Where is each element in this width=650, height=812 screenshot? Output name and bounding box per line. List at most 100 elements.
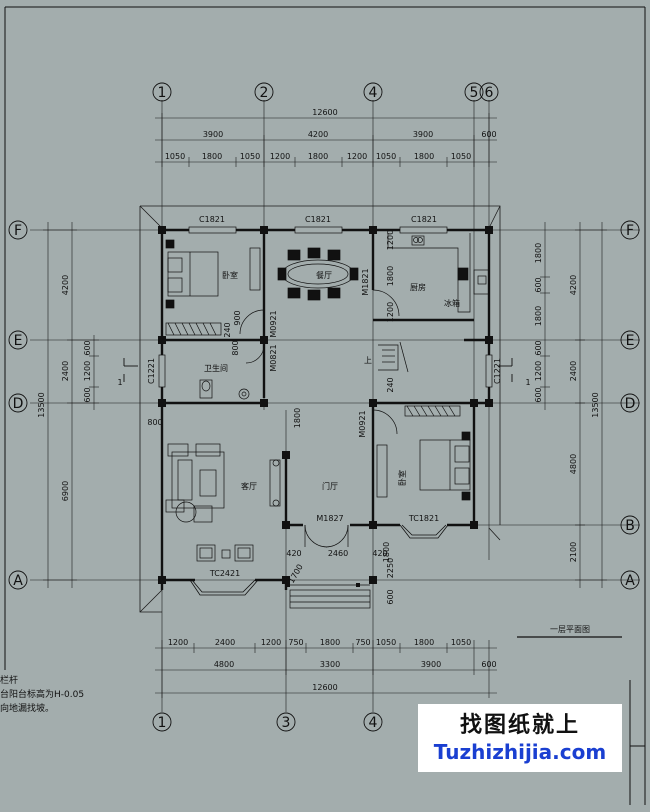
dim-left-mid-1: 2400 <box>61 361 70 381</box>
axis-left-0: F <box>8 220 28 240</box>
dim-top-mid-3: 600 <box>481 130 496 139</box>
opening-m1821: M1821 <box>361 268 370 295</box>
front-steps <box>289 584 371 609</box>
room-bathroom: 卫生间 <box>204 363 228 373</box>
inner-dim-1800c: 1800 <box>382 542 391 562</box>
stair-up-mark: 上 <box>364 356 372 365</box>
axis-bottom-0: 1 <box>152 712 172 732</box>
svg-text:B: B <box>625 518 635 534</box>
columns <box>158 226 493 584</box>
entrance-door <box>304 524 349 548</box>
opening-c1821-a: C1821 <box>199 215 225 224</box>
dim-left-mid-0: 4200 <box>61 275 70 295</box>
dim-left-mid-2: 6900 <box>61 481 70 501</box>
dim-top-fine-6: 1050 <box>376 152 396 161</box>
opening-c1821-c: C1821 <box>411 215 437 224</box>
note-line-2: 台阳台标高为H-0.05 <box>0 690 85 700</box>
inner-dim-240b: 240 <box>386 377 395 392</box>
notes: 栏杆 台阳台标高为H-0.05 向地漏找坡。 <box>0 674 84 716</box>
watermark-box: 找图纸就上 Tuzhizhijia.com <box>418 704 622 772</box>
dim-bottom-fine-7: 1800 <box>414 638 434 647</box>
inner-dim-2460: 2460 <box>328 549 348 558</box>
inner-dim-1700: 1700 <box>287 563 305 585</box>
walls <box>160 228 491 590</box>
staircase <box>378 341 409 373</box>
dim-bottom-fine-4: 1800 <box>320 638 340 647</box>
axis-top-1: 2 <box>254 82 274 102</box>
note-line-1: 栏杆 <box>0 676 19 686</box>
svg-text:2: 2 <box>260 85 269 101</box>
dim-right-fine-5: 600 <box>534 387 543 402</box>
dim-right-fine-2: 1800 <box>534 306 543 326</box>
dim-right-mid-2: 4800 <box>569 454 578 474</box>
inner-dim-2250: 2250 <box>386 558 395 578</box>
bedroom1-furniture <box>165 239 261 336</box>
dim-top-total: 12600 <box>312 108 337 117</box>
inner-dim-800: 800 <box>231 340 240 355</box>
axis-bottom-2: 4 <box>363 712 383 732</box>
dim-right-fine-0: 1800 <box>534 243 543 263</box>
inner-dim-420b: 420 <box>372 549 387 558</box>
dim-bottom-mid-0: 4800 <box>214 660 234 669</box>
opening-c1221-b: C1221 <box>493 358 502 384</box>
svg-text:4: 4 <box>369 715 378 731</box>
top-windows <box>158 226 493 388</box>
dim-top-fine-3: 1200 <box>270 152 290 161</box>
drawing-title: 一层平面图 <box>550 625 590 634</box>
dim-bottom-fine-5: 750 <box>355 638 370 647</box>
axis-right-1: E <box>620 330 640 350</box>
top-dimension-lines <box>155 113 497 167</box>
axis-top-2: 4 <box>363 82 383 102</box>
inner-dim-1800a: 1800 <box>386 266 395 286</box>
svg-text:6: 6 <box>485 85 494 101</box>
dim-bottom-mid-2: 3900 <box>421 660 441 669</box>
svg-text:E: E <box>14 333 23 349</box>
room-kitchen: 厨房 <box>410 282 426 292</box>
dim-bottom-fine-2: 1200 <box>261 638 281 647</box>
dim-left-outer: 13500 <box>37 392 46 417</box>
dim-bottom-fine-0: 1200 <box>168 638 188 647</box>
opening-tc1821: TC1821 <box>408 514 439 523</box>
room-bedroom1: 卧室 <box>222 270 238 280</box>
watermark-cn: 找图纸就上 <box>459 713 580 738</box>
dim-bottom-total: 12600 <box>312 683 337 692</box>
opening-c1221-a: C1221 <box>147 358 156 384</box>
bottom-dimension-lines <box>155 640 497 698</box>
bedroom2-furniture <box>376 405 471 501</box>
axis-top-0: 1 <box>152 82 172 102</box>
dim-top-fine-0: 1050 <box>165 152 185 161</box>
dim-left-fine-2: 600 <box>83 387 92 402</box>
svg-text:1: 1 <box>158 85 167 101</box>
dim-right-fine-3: 600 <box>534 340 543 355</box>
svg-text:3: 3 <box>282 715 291 731</box>
dim-bottom-fine-8: 1050 <box>451 638 471 647</box>
dim-top-fine-2: 1050 <box>240 152 260 161</box>
room-kitchen-appliance: 冰箱 <box>444 298 460 308</box>
dim-bottom-fine-6: 1050 <box>376 638 396 647</box>
svg-text:F: F <box>14 223 22 239</box>
section-markers <box>123 358 513 382</box>
interior-doors <box>239 289 400 435</box>
svg-text:4: 4 <box>369 85 378 101</box>
opening-tc2421: TC2421 <box>209 569 240 578</box>
section-mark-right: 1 <box>525 378 530 387</box>
axis-top-3: 5 <box>464 82 484 102</box>
opening-m0921-a: M0921 <box>269 310 278 337</box>
axis-left-3: A <box>8 570 28 590</box>
porch-posts <box>286 583 360 587</box>
axis-right-0: F <box>620 220 640 240</box>
watermark-en: Tuzhizhijia.com <box>433 740 607 764</box>
dim-top-mid-1: 4200 <box>308 130 328 139</box>
svg-text:D: D <box>13 396 24 412</box>
dim-top-fine-5: 1200 <box>347 152 367 161</box>
dim-left-fine-0: 600 <box>83 340 92 355</box>
dim-top-fine-4: 1800 <box>308 152 328 161</box>
inner-dim-420a: 420 <box>286 549 301 558</box>
room-dining: 餐厅 <box>316 271 332 280</box>
axis-top-4: 6 <box>479 82 499 102</box>
note-line-3: 向地漏找坡。 <box>0 704 55 714</box>
svg-text:5: 5 <box>470 85 479 101</box>
dim-left-fine-1: 1200 <box>83 361 92 381</box>
